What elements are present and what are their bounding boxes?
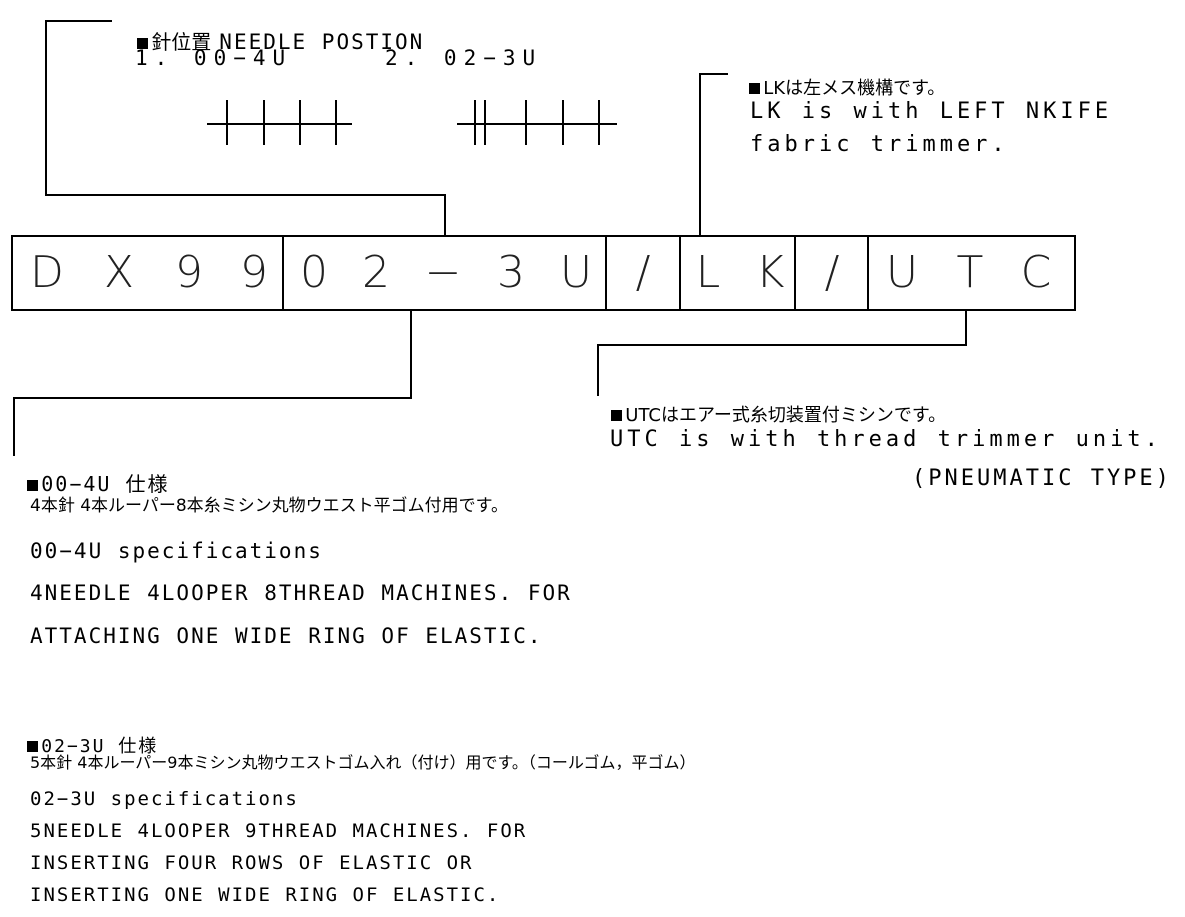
model-code-char: C [1020,247,1052,298]
model-code-char: T [956,247,984,298]
model-code-char: D [30,247,64,298]
needle-position-title-jp: 針位置 [151,30,212,54]
spec-02-3u-title: 02−3U 仕様 [41,736,159,757]
model-code-char: − [424,247,462,298]
spec-00-4u-title-line: 00−4U 仕様 [8,458,170,494]
bullet-icon [137,38,149,49]
spec-00-4u-en-title: 00−4U specifications [30,539,323,563]
utc-note-jp-line: UTCはエアー式糸切装置付ミシンです。 [592,391,946,425]
model-code-char: 2 [362,247,390,298]
model-code-char: L [695,247,721,298]
needle-option-2: 2. 02−3U [385,46,543,70]
needle-symbol-00-4u [207,100,352,145]
model-code-char: U [559,247,593,298]
model-code-char: U [885,247,919,298]
bullet-icon [27,480,39,491]
utc-note-en-1: UTC is with thread trimmer unit. [610,427,1162,452]
model-code-char: 9 [240,247,268,298]
lk-note-jp-line: LKは左メス機構です。 [730,64,945,98]
model-code-char: K [755,247,785,298]
model-code-box [11,235,1076,311]
spec-02-3u-en-2: INSERTING FOUR ROWS OF ELASTIC OR [30,852,474,874]
needle-position-title: 針位置 NEEDLE POSTION [112,11,424,53]
model-code-char: X [103,247,135,298]
needle-option-1: 1. 00−4U [135,46,293,70]
leader-utc [597,310,967,396]
leader-spec [13,310,412,456]
utc-note-en-2: (PNEUMATIC TYPE) [912,466,1172,491]
leader-lk [699,73,728,236]
bullet-icon [27,741,39,752]
model-code-char: 0 [300,247,328,298]
lk-note-jp: LKは左メス機構です。 [763,78,946,99]
bullet-icon [749,83,761,94]
bullet-icon [611,410,623,421]
model-code-char: 3 [497,247,525,298]
utc-note-jp: UTCはエアー式糸切装置付ミシンです。 [625,405,947,426]
spec-02-3u-title-line: 02−3U 仕様 [8,722,158,756]
leader-needle-position [45,20,446,236]
spec-00-4u-en-1: 4NEEDLE 4LOOPER 8THREAD MACHINES. FOR [30,581,572,605]
spec-00-4u-en-2: ATTACHING ONE WIDE RING OF ELASTIC. [30,624,543,648]
lk-note-en-2: fabric trimmer. [750,132,1009,157]
spec-02-3u-jp: 5本針 4本ルーパー9本ミシン丸物ウエストゴム入れ（付け）用です。（コールゴム，… [30,753,696,772]
needle-position-title-en: NEEDLE POSTION [219,30,425,54]
model-code-char: / [635,247,651,298]
model-code-char: / [824,247,840,298]
spec-02-3u-en-3: INSERTING ONE WIDE RING OF ELASTIC. [30,884,501,906]
spec-00-4u-jp: 4本針 4本ルーパー8本糸ミシン丸物ウエスト平ゴム付用です。 [30,496,508,516]
spec-00-4u-title: 00−4U 仕様 [41,472,170,496]
needle-symbol-02-3u [457,100,617,145]
spec-02-3u-en-title: 02−3U specifications [30,788,299,810]
spec-02-3u-en-1: 5NEEDLE 4LOOPER 9THREAD MACHINES. FOR [30,820,528,842]
model-code-char: 9 [175,247,203,298]
lk-note-en-1: LK is with LEFT NKIFE [750,99,1113,124]
